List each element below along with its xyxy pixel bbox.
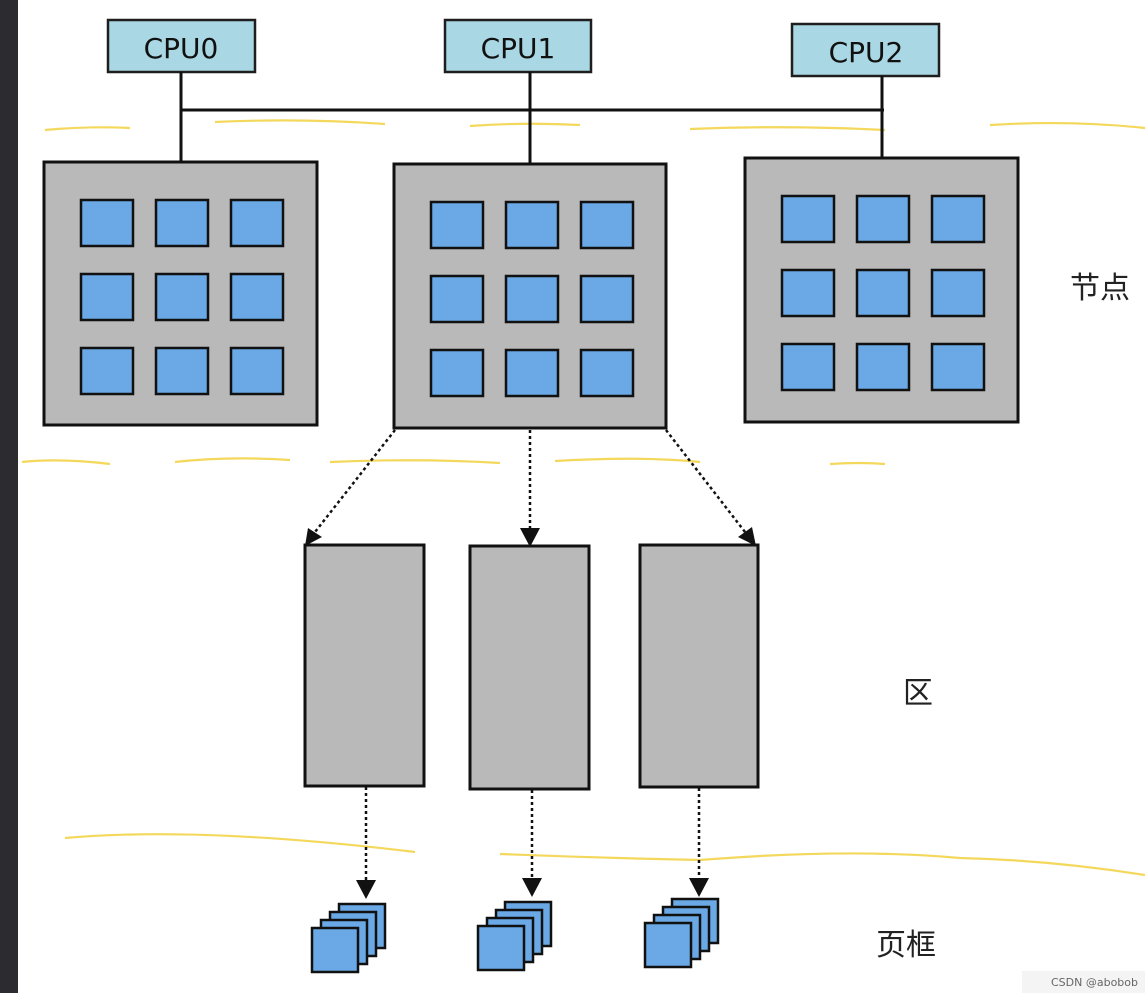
node-cell [780,342,836,392]
node-label: 节点 [1070,271,1130,306]
zone-box-2 [638,543,760,789]
node-cell [780,194,836,244]
zone-to-frame-arrows [356,787,709,899]
node-cell [429,200,485,250]
node-cell [579,200,635,250]
node-cell [855,268,911,318]
node-to-zone-arrows [305,429,756,547]
page-frame-label: 页框 [876,928,936,963]
node-cell [504,348,560,398]
node-cell [504,274,560,324]
node-2-cells [780,194,986,392]
highlight-strokes [21,119,1145,877]
cpu-label: CPU0 [144,32,219,65]
node-cell [154,346,210,396]
interconnect-bus [179,72,884,164]
node-cell [154,198,210,248]
node-cell [930,194,986,244]
node-1-cells [429,200,635,398]
node-cell [79,346,135,396]
cpu-box [790,22,941,78]
node-cell [579,348,635,398]
page-frame [310,926,360,974]
cpu-label: CPU1 [481,32,556,65]
page-frame-stack-0 [310,902,387,974]
node-cell [504,200,560,250]
node-cell [780,268,836,318]
cpu-2: CPU2 [790,22,941,78]
zone-box-0 [303,543,426,788]
zone-box-1 [468,544,591,791]
watermark-bg [1022,971,1145,993]
node-cell [429,274,485,324]
node-cell [229,198,285,248]
cpu-0: CPU0 [106,18,257,74]
node-cell [229,346,285,396]
left-edge-strip [0,0,18,993]
cpu-label: CPU2 [829,36,904,69]
node-cell [930,342,986,392]
cpu-box [443,18,593,74]
page-frame [643,921,693,969]
node-cell [930,268,986,318]
zone-label: 区 [903,676,933,711]
node-cell [79,198,135,248]
node-cell [154,272,210,322]
node-0-cells [79,198,285,396]
node-cell [855,194,911,244]
node-cell [855,342,911,392]
watermark: CSDN @abobob [1051,976,1138,989]
cpu-box [106,18,257,74]
page-frames-layer [310,897,720,974]
page-frame [476,924,526,972]
node-cell [79,272,135,322]
node-cell [579,274,635,324]
cpu-1: CPU1 [443,18,593,74]
node-cell [229,272,285,322]
page-frame-stack-2 [643,897,720,969]
node-cell [429,348,485,398]
page-frame-stack-1 [476,900,553,972]
